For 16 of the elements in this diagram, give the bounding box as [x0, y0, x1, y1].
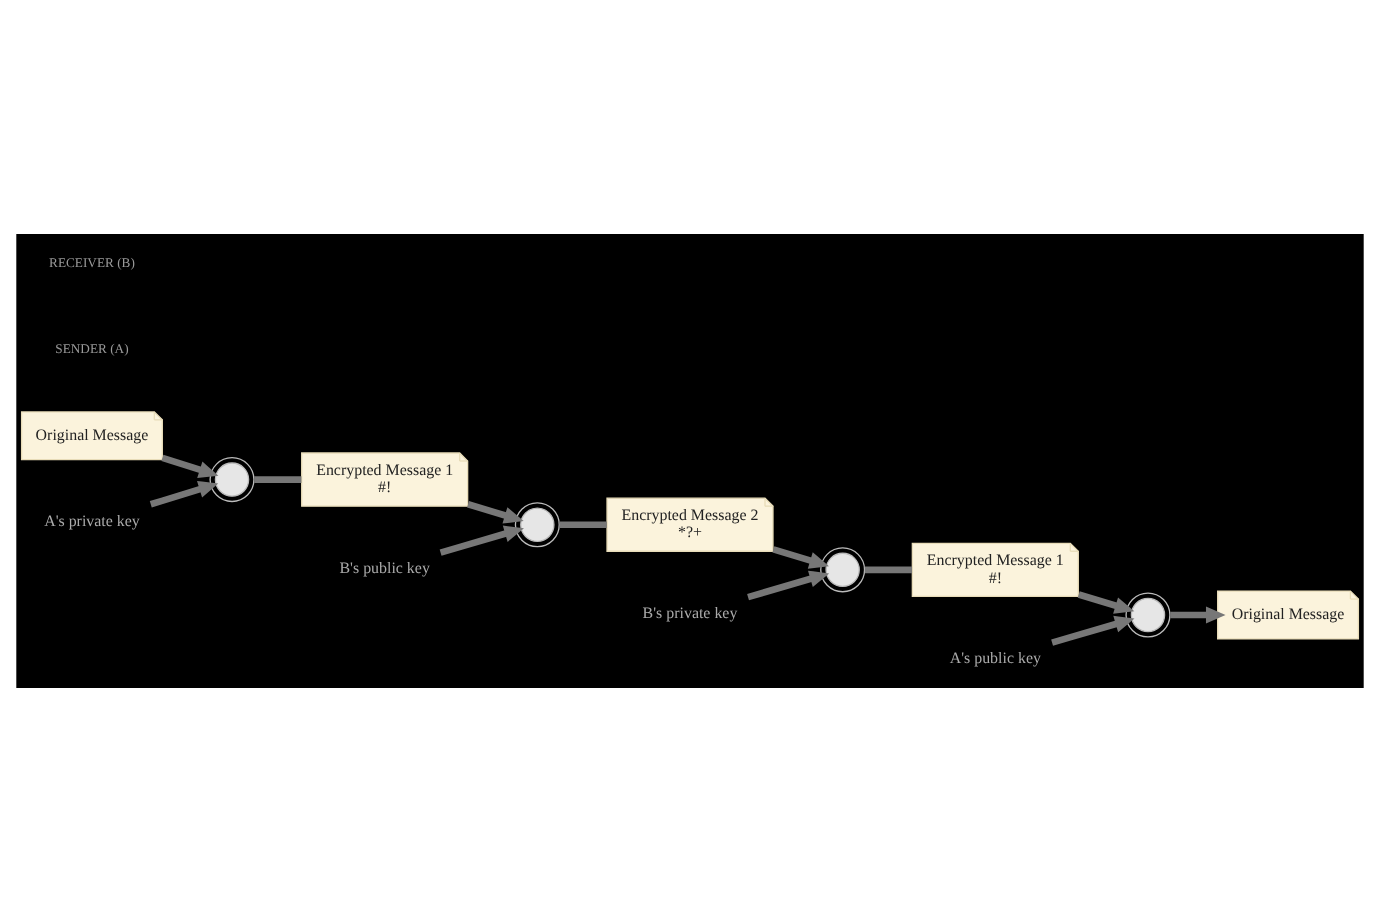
connector: [254, 475, 302, 482]
arrow: [1077, 590, 1135, 613]
connector: [864, 565, 913, 573]
arrow: [161, 453, 219, 477]
node-gear: [514, 501, 560, 547]
arrow: [747, 569, 830, 600]
connector: [559, 520, 607, 528]
node-gear: [820, 546, 866, 592]
arrow: [1170, 605, 1226, 623]
arrow: [1051, 614, 1135, 645]
node-gear: [209, 456, 255, 502]
arrow: [467, 500, 524, 523]
node-gear: [1125, 591, 1171, 637]
arrow: [772, 545, 829, 568]
arrow: [149, 480, 219, 507]
arrow: [439, 524, 524, 555]
